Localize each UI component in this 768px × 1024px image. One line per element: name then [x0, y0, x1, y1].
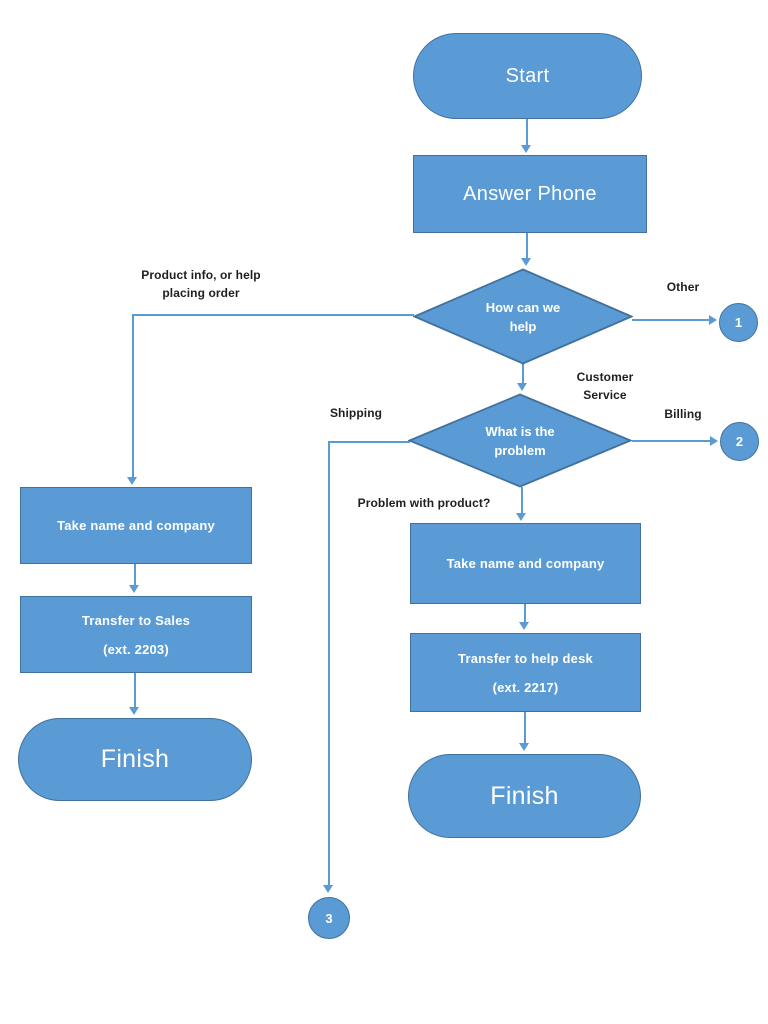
arrowhead-start-to-answer-phone — [521, 145, 531, 153]
arrowhead-right-transfer — [519, 622, 529, 630]
diamond-shape — [413, 268, 633, 365]
edge-decision2-left-horizontal — [329, 441, 410, 443]
transfer-to-help-desk-line2: (ext. 2217) — [492, 679, 559, 695]
edge-decision1-left-horizontal — [133, 314, 414, 316]
diamond-shape — [408, 393, 632, 488]
edge-label-billing: Billing — [664, 407, 702, 421]
edge-decision2-to-offpage3-vertical — [328, 441, 330, 887]
edge-decision1-to-decision2 — [522, 364, 524, 384]
edge-label-shipping: Shipping — [329, 406, 383, 420]
offpage-2-label: 2 — [735, 434, 744, 449]
transfer-to-sales-line2: (ext. 2203) — [103, 641, 169, 657]
node-right-take-name: Take name and company — [410, 523, 641, 604]
edge-label-other: Other — [666, 280, 700, 294]
edge-decision2-to-offpage2 — [632, 440, 712, 442]
arrowhead-left-transfer — [129, 585, 139, 593]
node-decision-what-is-the-problem: What is the problem — [408, 393, 632, 488]
node-answer-phone: Answer Phone — [413, 155, 647, 233]
transfer-to-sales-line1: Transfer to Sales — [81, 612, 191, 628]
node-left-finish: Finish — [18, 718, 252, 801]
node-answer-phone-label: Answer Phone — [463, 182, 597, 205]
node-transfer-to-help-desk: Transfer to help desk (ext. 2217) — [410, 633, 641, 712]
edge-label-product-info-line1: Product info, or help — [141, 268, 261, 282]
edge-label-customer-service-line2: Service — [583, 388, 627, 402]
edge-left-transfer-to-finish — [134, 673, 136, 708]
node-start: Start — [413, 33, 642, 119]
edge-decision1-to-offpage1 — [632, 319, 711, 321]
edge-decision1-left-vertical — [132, 314, 134, 479]
left-take-name-label: Take name and company — [57, 518, 215, 533]
edge-decision2-to-right-take-name — [521, 487, 523, 514]
arrowhead-right-finish — [519, 743, 529, 751]
edge-label-problem-with-product: Problem with product? — [357, 496, 491, 510]
node-decision-how-can-we-help: How can we help — [413, 268, 633, 365]
right-finish-label: Finish — [490, 781, 559, 810]
left-finish-label: Finish — [100, 745, 170, 773]
arrowhead-to-offpage3 — [323, 885, 333, 893]
decision2-label-line2: problem — [494, 442, 546, 458]
decision2-label: What is the problem — [408, 393, 632, 488]
decision1-label-line2: help — [509, 318, 537, 334]
arrowhead-to-offpage2 — [710, 436, 718, 446]
edge-right-transfer-to-finish — [524, 712, 526, 744]
edge-label-customer-service: Customer Service — [565, 368, 645, 404]
arrowhead-left-finish — [129, 707, 139, 715]
node-offpage-connector-3: 3 — [308, 897, 350, 939]
node-start-label: Start — [505, 64, 550, 87]
arrowhead-to-right-take-name — [516, 513, 526, 521]
decision2-label-line1: What is the — [485, 423, 555, 439]
edge-start-to-answer-phone — [526, 118, 528, 146]
arrowhead-to-offpage1 — [709, 315, 717, 325]
arrowhead-to-left-take-name — [127, 477, 137, 485]
edge-label-product-info-line2: placing order — [162, 286, 240, 300]
arrowhead-decision1-to-decision2 — [517, 383, 527, 391]
edge-right-take-name-to-transfer — [524, 604, 526, 623]
edge-answer-phone-to-decision1 — [526, 232, 528, 259]
node-offpage-connector-2: 2 — [720, 422, 759, 461]
arrowhead-answer-phone-to-decision1 — [521, 258, 531, 266]
decision1-label: How can we help — [413, 268, 633, 365]
node-right-finish: Finish — [408, 754, 641, 838]
edge-label-customer-service-line1: Customer — [576, 370, 634, 384]
node-transfer-to-sales: Transfer to Sales (ext. 2203) — [20, 596, 252, 673]
right-take-name-label: Take name and company — [446, 556, 605, 571]
node-offpage-connector-1: 1 — [719, 303, 758, 342]
edge-left-take-name-to-transfer — [134, 564, 136, 586]
decision1-label-line1: How can we — [485, 299, 561, 315]
node-left-take-name: Take name and company — [20, 487, 252, 564]
edge-label-product-info: Product info, or help placing order — [111, 266, 291, 302]
transfer-to-help-desk-line1: Transfer to help desk — [458, 650, 593, 666]
offpage-1-label: 1 — [734, 315, 743, 330]
offpage-3-label: 3 — [325, 910, 333, 926]
